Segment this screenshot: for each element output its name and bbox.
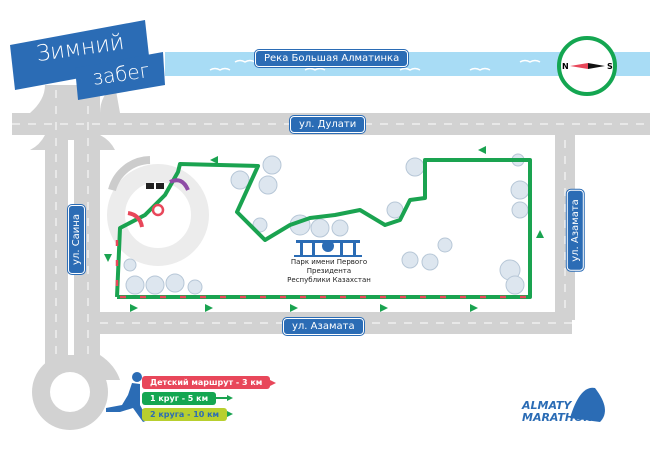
start-area <box>107 156 209 266</box>
street-label-left: ул. Саина <box>67 205 85 274</box>
street-label-right: ул. Азамата <box>566 190 584 271</box>
kids-arch <box>127 211 144 228</box>
river-label: Река Большая Алматинка <box>255 50 409 67</box>
kids-start-marker <box>151 203 165 217</box>
park-building-icon <box>294 240 362 257</box>
runner-icon <box>106 372 148 422</box>
waves <box>209 59 541 71</box>
svg-text:N: N <box>562 62 569 71</box>
title-banner-2 <box>75 52 165 100</box>
logo-line-2: MARATHON <box>522 411 593 424</box>
title-banner <box>10 20 150 90</box>
logo-line-1: ALMATY <box>522 399 572 412</box>
park-label-1: Парк имени Первого Президента <box>290 258 368 275</box>
compass: N S <box>557 36 617 96</box>
start-arch <box>169 178 190 191</box>
svg-text:S: S <box>607 62 613 71</box>
street-label-bottom: ул. Азамата <box>283 318 364 335</box>
legend-10km: 2 круга - 10 км <box>142 408 228 421</box>
legend-5km: 1 круг - 5 км <box>142 392 217 405</box>
logo-runner-icon <box>570 387 605 422</box>
park-label-2: Республики Казахстан <box>287 276 371 284</box>
checkered-flags-icon <box>146 183 164 189</box>
legend-kids: Детский маршрут - 3 км <box>142 376 271 389</box>
direction-arrows <box>104 146 544 312</box>
street-label-top: ул. Дулати <box>290 116 366 133</box>
trees <box>123 153 530 295</box>
route-5km <box>115 158 532 299</box>
